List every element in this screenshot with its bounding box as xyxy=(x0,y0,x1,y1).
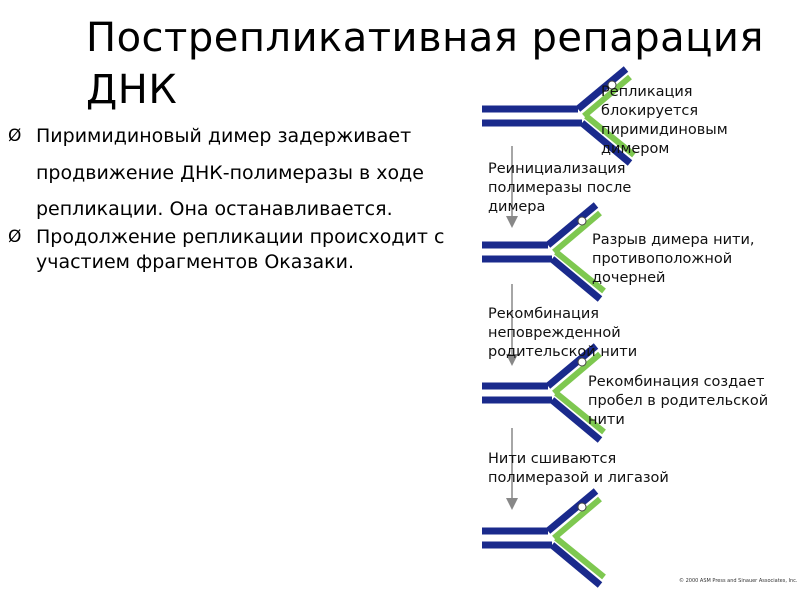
parent-strand xyxy=(549,542,603,588)
bullet-marker-icon: Ø xyxy=(8,126,22,146)
replication-fork xyxy=(482,66,636,166)
bullet-marker-icon: Ø xyxy=(8,226,22,247)
daughter-strand xyxy=(582,74,632,119)
parent-strand xyxy=(549,256,603,302)
parent-strand xyxy=(575,66,629,112)
bullet-item: Ø Пиримидиновый димер задерживает продви… xyxy=(6,118,456,228)
daughter-strand xyxy=(554,249,606,294)
replication-fork xyxy=(482,202,606,302)
daughter-strand xyxy=(584,113,636,158)
daughter-strand xyxy=(554,390,606,435)
pyrimidine-dimer-icon xyxy=(607,80,617,90)
parent-strand xyxy=(545,202,599,248)
replication-fork xyxy=(482,343,606,443)
parent-strand xyxy=(545,343,599,389)
caption-gap-in-parent-strand: Рекомбинация создает пробел в родительск… xyxy=(588,374,769,428)
daughter-strand xyxy=(554,535,606,580)
caption-strands-ligated: Нити сшиваются полимеразой и лигазой xyxy=(488,451,669,486)
copyright-note: © 2000 ASM Press and Sinauer Associates,… xyxy=(679,578,798,584)
caption-parent-strand-recombination: Рекомбинация неповрежденной родительской… xyxy=(488,306,638,360)
parent-strand xyxy=(549,397,603,443)
caption-dimer-strand-break: Разрыв димера нити, противоположной доче… xyxy=(592,232,755,286)
caption-replication-blocked: Репликация блокируется пиримидиновым дим… xyxy=(601,84,728,157)
bullet-item: Ø Продолжение репликации происходит с уч… xyxy=(6,225,456,275)
bullet-text: Продолжение репликации происходит с учас… xyxy=(36,225,445,273)
parent-strand xyxy=(545,488,599,534)
daughter-strand xyxy=(552,210,602,255)
slide-title: Пострепликативная репарация ДНК xyxy=(86,15,764,113)
daughter-strand xyxy=(552,351,602,396)
pyrimidine-dimer-icon xyxy=(577,502,587,512)
replication-fork xyxy=(482,488,606,588)
bullet-text: Пиримидиновый димер задерживает продвиже… xyxy=(36,125,424,220)
caption-polymerase-reinitiation: Реинициализация полимеразы после димера xyxy=(488,161,632,215)
parent-strand xyxy=(579,120,633,166)
bullet-list: Ø Пиримидиновый димер задерживает продви… xyxy=(6,118,456,275)
pyrimidine-dimer-icon xyxy=(577,357,587,367)
pyrimidine-dimer-icon xyxy=(577,216,587,226)
daughter-strand xyxy=(552,496,602,541)
